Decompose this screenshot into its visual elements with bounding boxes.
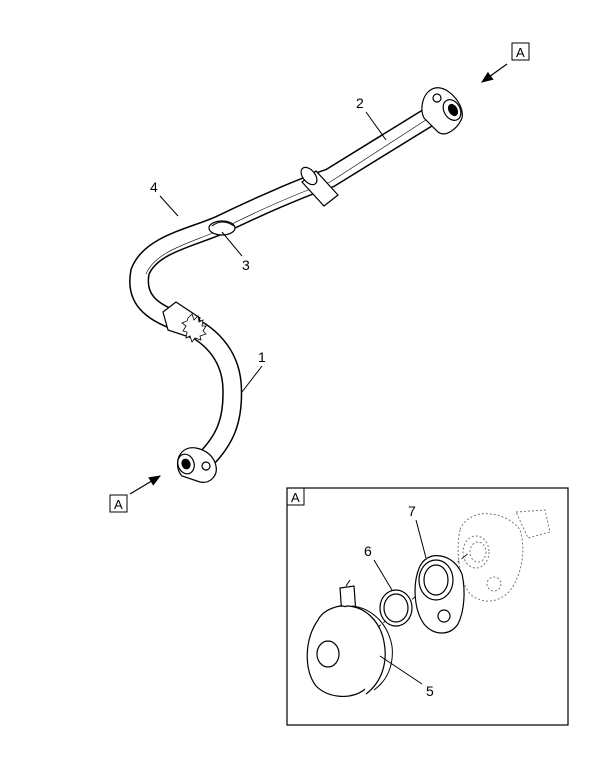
callout-4-label: 4 (150, 179, 158, 195)
flange-bottom (176, 447, 217, 483)
callout-6-label: 6 (364, 543, 372, 559)
callout-1: 1 (241, 349, 266, 393)
detail-view-a: A (286, 487, 569, 726)
callout-7-label: 7 (408, 503, 416, 519)
flange-top (421, 87, 463, 135)
ghost-mating-part (457, 509, 551, 602)
callout-2: 2 (356, 95, 387, 141)
sleeve-lower (162, 301, 207, 343)
callout-4: 4 (150, 179, 179, 217)
tube-core (130, 103, 446, 469)
view-ref-bottom-left: A (109, 475, 162, 513)
view-ref-label: A (516, 45, 525, 60)
tube-assembly (129, 87, 463, 483)
callout-7: 7 (408, 503, 427, 559)
callout-6: 6 (364, 543, 393, 591)
callout-3-label: 3 (242, 257, 250, 273)
view-ref-label: A (114, 497, 123, 512)
view-ref-top-right: A (481, 42, 530, 83)
view-ref-box (109, 494, 128, 513)
callout-5: 5 (379, 655, 434, 699)
arrow-icon (481, 63, 508, 83)
o-ring (379, 589, 413, 627)
callout-2-label: 2 (356, 95, 364, 111)
callout-5-label: 5 (426, 683, 434, 699)
detail-ref-label: A (291, 490, 300, 505)
callout-1-label: 1 (258, 349, 266, 365)
callout-3: 3 (221, 231, 250, 273)
fitting-block (306, 579, 393, 697)
detail-ref-box (286, 487, 305, 506)
arrow-icon (129, 475, 162, 495)
flange-gasket (414, 555, 465, 634)
view-ref-box (511, 42, 530, 61)
sleeve-upper (300, 166, 339, 207)
clamp-grommet (208, 220, 236, 236)
tube-outline (129, 102, 447, 470)
